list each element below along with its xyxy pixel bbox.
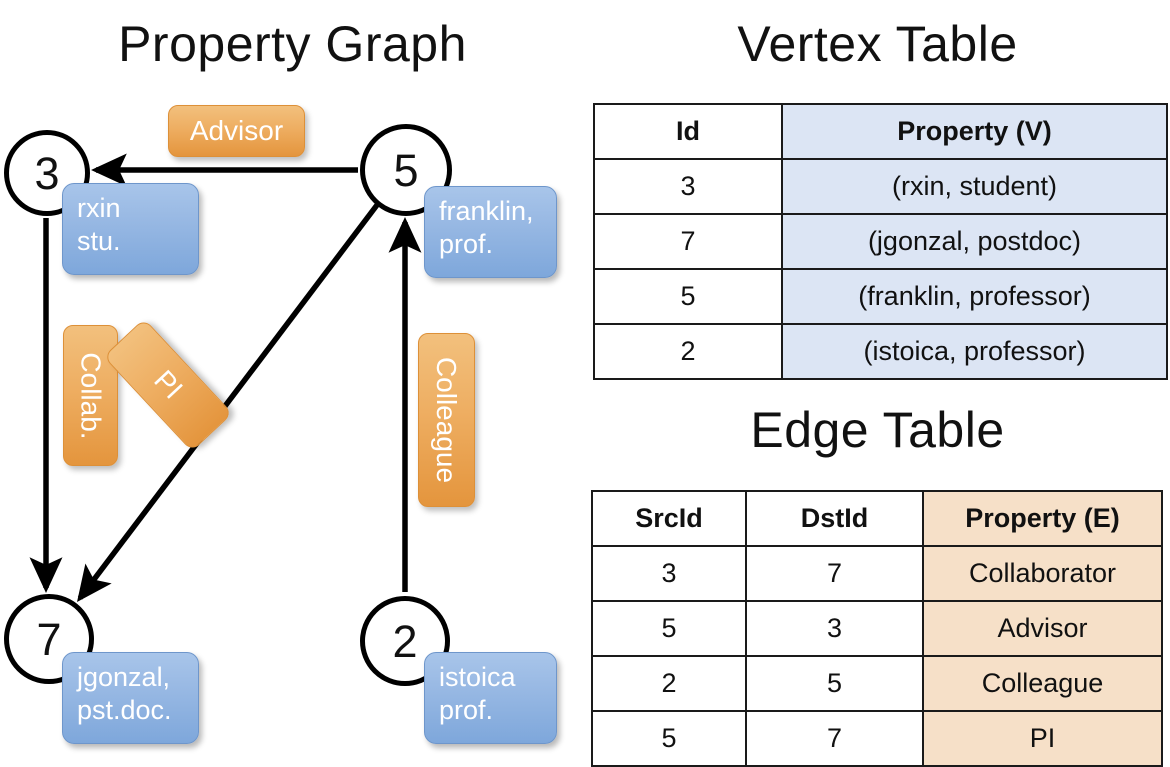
table-row: 5 3 Advisor	[591, 600, 1163, 657]
edge-cell-srcid: 5	[591, 600, 747, 657]
page-title-vertex-table: Vertex Table	[737, 16, 1018, 72]
vertex-cell-property: (rxin, student)	[781, 158, 1168, 215]
vertex-cell-id: 7	[593, 213, 783, 270]
vertex-property-line-name: franklin,	[439, 196, 534, 226]
edge-label-collab-text: Collab.	[75, 351, 107, 440]
edge-label-colleague: Colleague	[418, 333, 475, 507]
vertex-cell-property: (jgonzal, postdoc)	[781, 213, 1168, 270]
edge-cell-srcid: 2	[591, 655, 747, 712]
edge-cell-property: PI	[922, 710, 1163, 767]
edge-cell-dstid: 3	[745, 600, 924, 657]
table-row: 3 7 Collaborator	[591, 545, 1163, 602]
vertex-property-callout-7: jgonzal, pst.doc.	[62, 652, 199, 744]
table-row: 3 (rxin, student)	[593, 158, 1168, 215]
edge-label-colleague-text: Colleague	[431, 356, 463, 484]
table-row: 7 (jgonzal, postdoc)	[593, 213, 1168, 270]
vertex-table-header-row: Id Property (V)	[593, 103, 1168, 160]
vertex-table-header-id: Id	[593, 103, 783, 160]
vertex-cell-property: (franklin, professor)	[781, 268, 1168, 325]
vertex-property-line-name: rxin	[77, 193, 121, 223]
edge-table: SrcId DstId Property (E) 3 7 Collaborato…	[591, 490, 1163, 767]
edge-cell-dstid: 7	[745, 545, 924, 602]
edge-table-header-property: Property (E)	[922, 490, 1163, 547]
edge-label-pi-text: PI	[148, 364, 189, 405]
vertex-table-header-property: Property (V)	[781, 103, 1168, 160]
vertex-property-line-role: stu.	[77, 226, 121, 256]
edge-label-advisor: Advisor	[168, 105, 305, 157]
vertex-property-line-name: jgonzal,	[77, 662, 171, 692]
vertex-property-line-role: prof.	[439, 695, 494, 725]
vertex-property-line-role: pst.doc.	[77, 695, 172, 725]
page-title-property-graph: Property Graph	[118, 16, 467, 72]
vertex-cell-id: 5	[593, 268, 783, 325]
table-row: 5 7 PI	[591, 710, 1163, 767]
table-row: 2 5 Colleague	[591, 655, 1163, 712]
edge-cell-srcid: 5	[591, 710, 747, 767]
edge-cell-dstid: 7	[745, 710, 924, 767]
edge-table-header-dstid: DstId	[745, 490, 924, 547]
vertex-property-callout-3: rxin stu.	[62, 183, 199, 275]
vertex-cell-id: 2	[593, 323, 783, 380]
edge-table-header-row: SrcId DstId Property (E)	[591, 490, 1163, 547]
edge-cell-dstid: 5	[745, 655, 924, 712]
edge-label-advisor-text: Advisor	[189, 115, 284, 146]
vertex-property-line-name: istoica	[439, 662, 516, 692]
edge-cell-property: Advisor	[922, 600, 1163, 657]
graph-node-5[interactable]: 5	[360, 124, 452, 216]
vertex-cell-property: (istoica, professor)	[781, 323, 1168, 380]
vertex-property-callout-5: franklin, prof.	[424, 186, 557, 278]
table-row: 5 (franklin, professor)	[593, 268, 1168, 325]
property-graph-diagram: 3 5 7 2 rxin stu. franklin, prof. jgonza…	[0, 0, 585, 760]
vertex-cell-id: 3	[593, 158, 783, 215]
edge-cell-srcid: 3	[591, 545, 747, 602]
edge-label-collab: Collab.	[63, 325, 118, 466]
page-title-edge-table: Edge Table	[750, 402, 1005, 458]
vertex-table: Id Property (V) 3 (rxin, student) 7 (jgo…	[593, 103, 1168, 380]
graph-node-2[interactable]: 2	[360, 596, 450, 686]
vertex-property-line-role: prof.	[439, 229, 494, 259]
edge-cell-property: Colleague	[922, 655, 1163, 712]
vertex-property-callout-2: istoica prof.	[424, 652, 557, 744]
edge-cell-property: Collaborator	[922, 545, 1163, 602]
edge-label-pi: PI	[103, 318, 233, 452]
table-row: 2 (istoica, professor)	[593, 323, 1168, 380]
edge-table-header-srcid: SrcId	[591, 490, 747, 547]
